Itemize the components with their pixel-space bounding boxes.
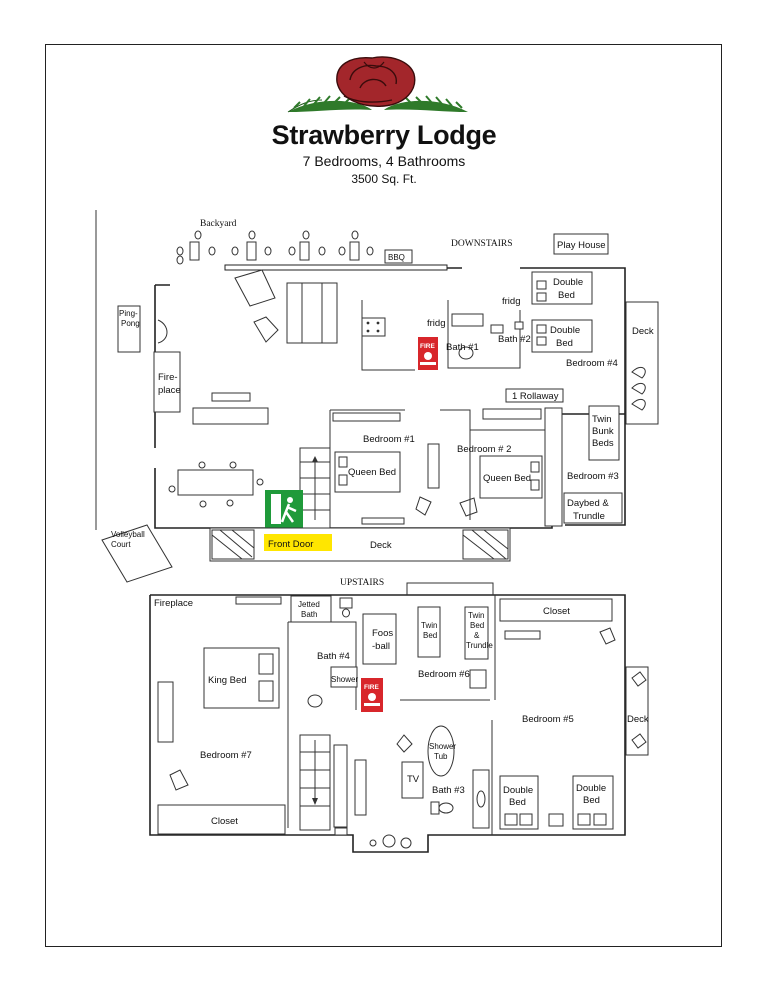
bath1-label: Bath #1 bbox=[446, 342, 479, 353]
bath4-label: Bath #4 bbox=[317, 651, 350, 662]
deck-right-label: Deck bbox=[632, 326, 654, 337]
daybed-label: Daybed &Trundle bbox=[567, 498, 609, 522]
play-house-label: Play House bbox=[557, 240, 606, 251]
downstairs-plan: Backyard DOWNSTAIRS BBQ Play House Ping-… bbox=[95, 210, 659, 583]
rose-logo-icon bbox=[287, 56, 468, 113]
fire-extinguisher-icon: FIRE bbox=[361, 678, 383, 712]
queen-bed-2-label: Queen Bed bbox=[483, 473, 531, 484]
fireplace-up-label: Fireplace bbox=[154, 598, 193, 609]
page-frame bbox=[45, 44, 722, 947]
backyard-label: Backyard bbox=[200, 219, 237, 229]
upstairs-heading: UPSTAIRS bbox=[340, 578, 384, 588]
tv-label: TV bbox=[407, 774, 420, 785]
bedroom7-label: Bedroom #7 bbox=[200, 750, 252, 761]
bath2-label: Bath #2 bbox=[498, 334, 531, 345]
fire-extinguisher-icon: FIRE bbox=[418, 337, 438, 370]
bedroom3-label: Bedroom #3 bbox=[567, 471, 619, 482]
bath3-label: Bath #3 bbox=[432, 785, 465, 796]
fridge-label-1: fridg bbox=[427, 318, 445, 329]
rollaway-label: 1 Rollaway bbox=[512, 391, 559, 402]
ping-pong-label: Ping-Pong bbox=[119, 309, 140, 328]
bedroom4-label: Bedroom #4 bbox=[566, 358, 618, 369]
svg-text:FIRE: FIRE bbox=[364, 684, 379, 691]
bedroom2-label: Bedroom # 2 bbox=[457, 444, 511, 455]
front-door-label: Front Door bbox=[268, 539, 313, 550]
bedroom5-label: Bedroom #5 bbox=[522, 714, 574, 725]
closet-left-label: Closet bbox=[211, 816, 238, 827]
bedroom6-label: Bedroom #6 bbox=[418, 669, 470, 680]
fireplace-label: Fire-place bbox=[158, 372, 181, 396]
downstairs-heading: DOWNSTAIRS bbox=[451, 239, 513, 249]
bedroom1-label: Bedroom #1 bbox=[363, 434, 415, 445]
bbq-label: BBQ bbox=[388, 253, 405, 262]
emergency-exit-icon bbox=[265, 490, 303, 528]
fridge-label-2: fridg bbox=[502, 296, 520, 307]
deck-front-label: Deck bbox=[370, 540, 392, 551]
queen-bed-1-label: Queen Bed bbox=[348, 467, 396, 478]
shower-label: Shower bbox=[331, 675, 358, 684]
deck-right-up-label: Deck bbox=[627, 714, 649, 725]
svg-text:FIRE: FIRE bbox=[420, 343, 435, 350]
foosball-label: Foos-ball bbox=[372, 628, 393, 652]
subtitle-rooms: 7 Bedrooms, 4 Bathrooms bbox=[302, 153, 466, 169]
king-bed-label: King Bed bbox=[208, 675, 247, 686]
page-title: Strawberry Lodge bbox=[271, 120, 497, 150]
closet-right-label: Closet bbox=[543, 606, 570, 617]
subtitle-area: 3500 Sq. Ft. bbox=[351, 172, 417, 186]
